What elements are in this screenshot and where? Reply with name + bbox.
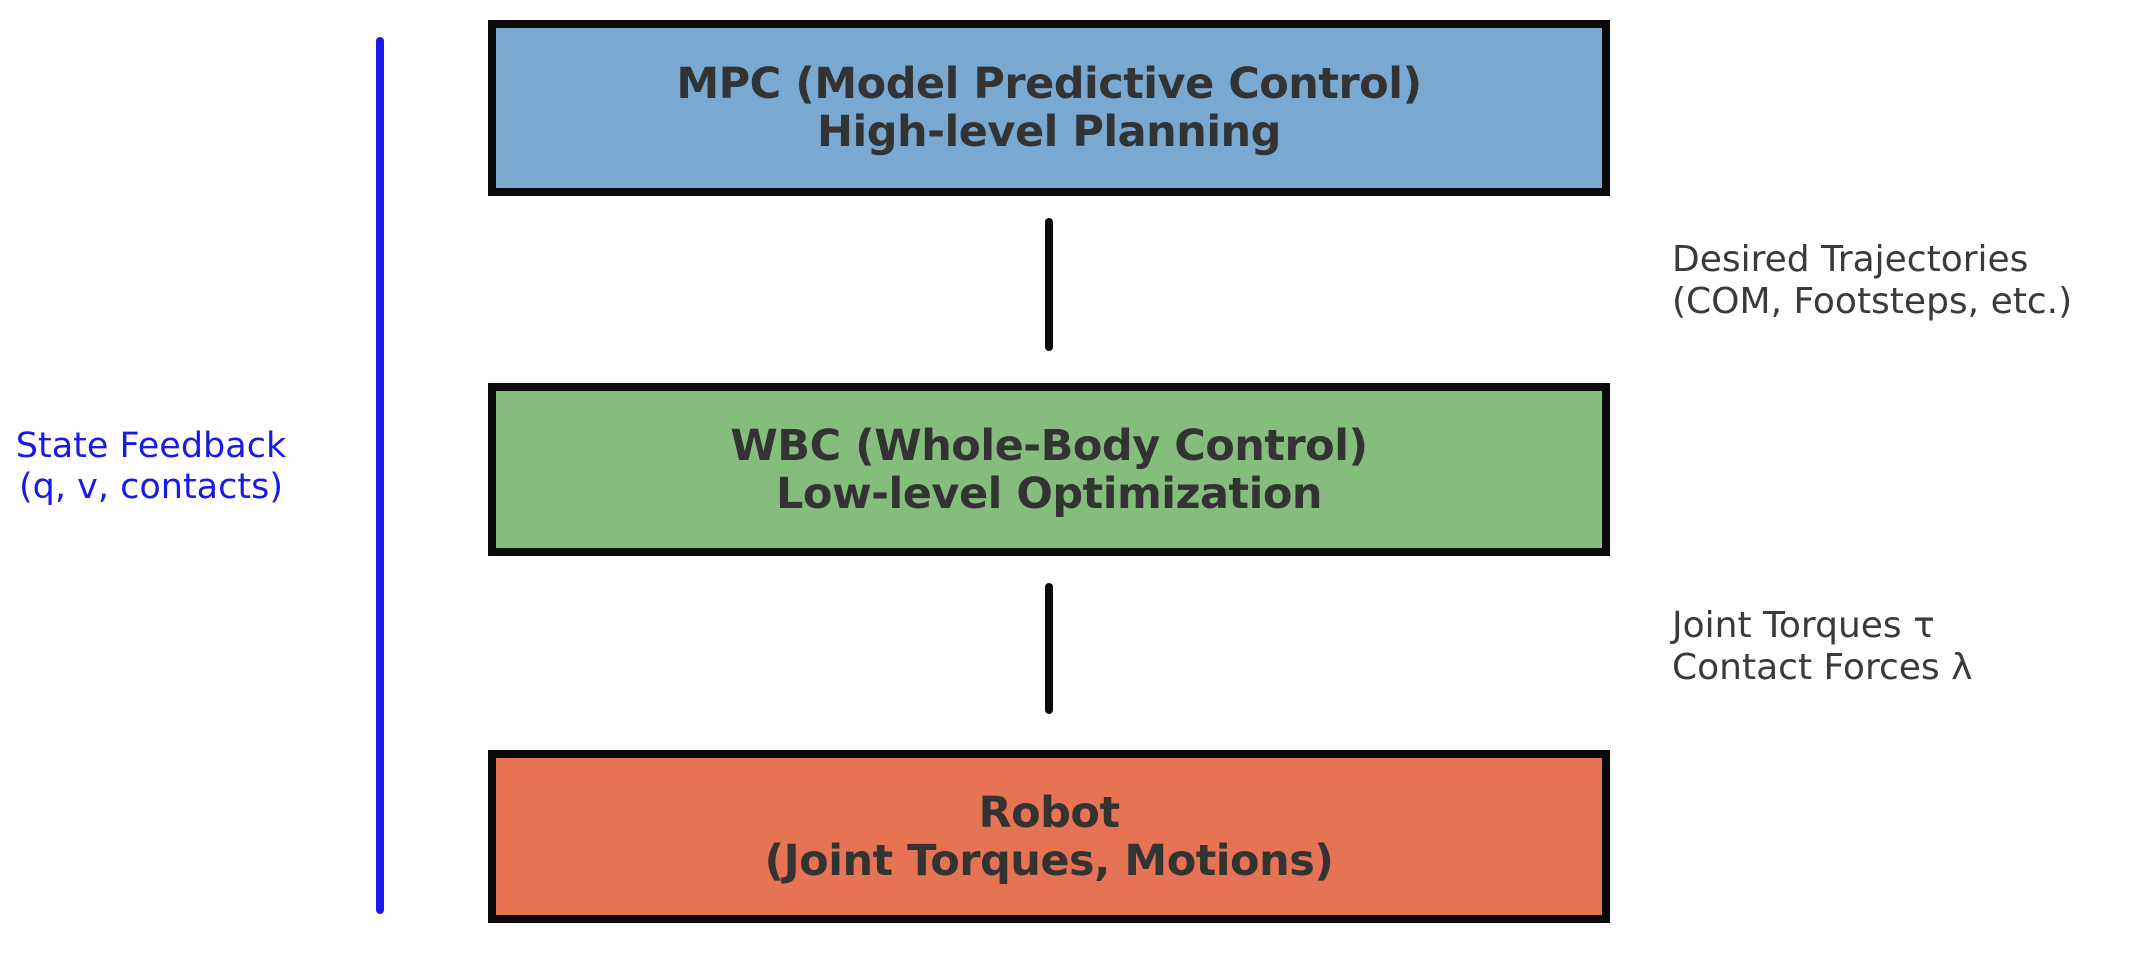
state-feedback-line	[376, 37, 384, 914]
robot-box: Robot (Joint Torques, Motions)	[488, 750, 1610, 923]
mpc-box: MPC (Model Predictive Control) High-leve…	[488, 20, 1610, 196]
wbc-box-subtitle: Low-level Optimization	[776, 468, 1322, 519]
robot-box-title: Robot	[978, 787, 1120, 838]
mpc-box-title: MPC (Model Predictive Control)	[676, 59, 1422, 109]
mpc-box-subtitle: High-level Planning	[817, 107, 1281, 157]
joint-torques-label-line2: Contact Forces λ	[1672, 647, 1973, 688]
state-feedback-label-line1: State Feedback	[15, 426, 287, 466]
joint-torques-label-line1: Joint Torques τ	[1672, 605, 1935, 646]
robot-box-subtitle: (Joint Torques, Motions)	[764, 835, 1334, 886]
wbc-to-robot-connector	[1045, 583, 1053, 714]
desired-trajectories-label-line1: Desired Trajectories	[1672, 239, 2029, 280]
wbc-box-title: WBC (Whole-Body Control)	[730, 420, 1368, 471]
wbc-box: WBC (Whole-Body Control) Low-level Optim…	[488, 383, 1610, 556]
state-feedback-label-line2: (q, v, contacts)	[19, 467, 283, 507]
joint-torques-label: Joint Torques τ Contact Forces λ	[1672, 605, 1972, 689]
desired-trajectories-label: Desired Trajectories (COM, Footsteps, et…	[1672, 239, 2072, 323]
mpc-to-wbc-connector	[1045, 218, 1053, 351]
desired-trajectories-label-line2: (COM, Footsteps, etc.)	[1672, 281, 2073, 322]
state-feedback-label: State Feedback (q, v, contacts)	[0, 426, 302, 508]
